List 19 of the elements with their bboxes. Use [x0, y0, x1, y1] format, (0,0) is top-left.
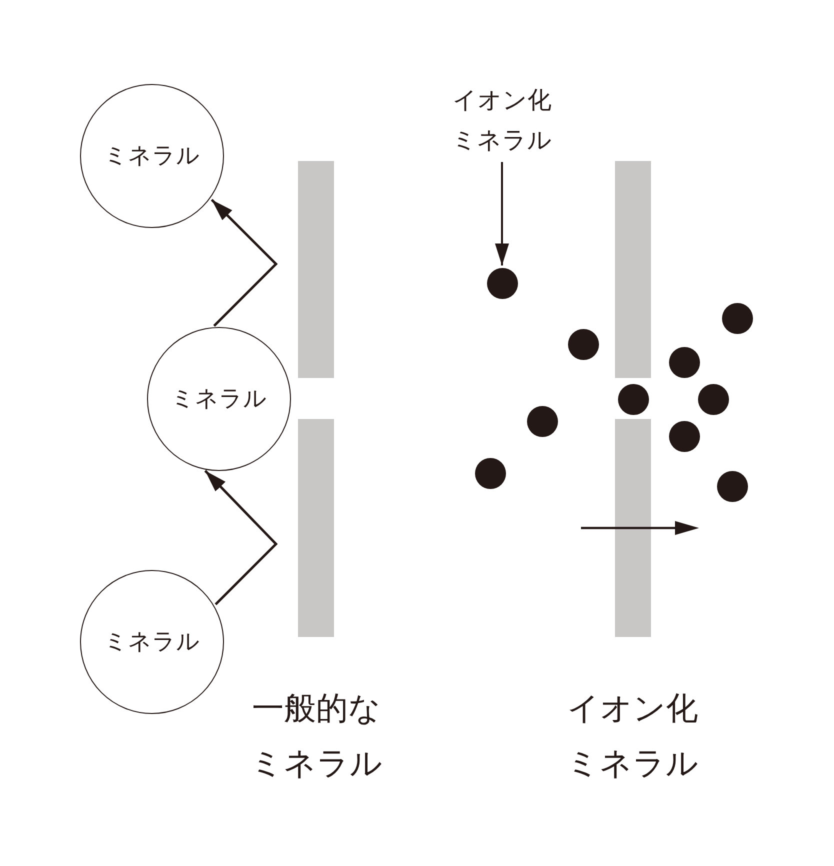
callout-text: イオン化ミネラル — [450, 80, 554, 160]
arrow — [210, 198, 278, 327]
particle-dot — [568, 328, 598, 360]
particle-dot — [668, 346, 700, 378]
particle-dot — [526, 406, 558, 436]
particle-dot — [474, 458, 506, 488]
particle-dot — [722, 302, 752, 334]
leader-arrow — [495, 162, 509, 266]
caption-text: イオン化ミネラル — [566, 688, 700, 784]
mineral-circle: ミネラル — [80, 570, 224, 714]
particle-dot — [486, 268, 518, 298]
mineral-circle: ミネラル — [147, 327, 291, 471]
particle-dot — [618, 384, 648, 414]
mineral-circle: ミネラル — [80, 84, 224, 228]
arrow — [204, 470, 278, 606]
particle-dot — [668, 420, 700, 452]
caption-text: 一般的なミネラル — [250, 688, 384, 784]
particle-dot — [698, 384, 728, 414]
particle-dot — [716, 470, 748, 502]
